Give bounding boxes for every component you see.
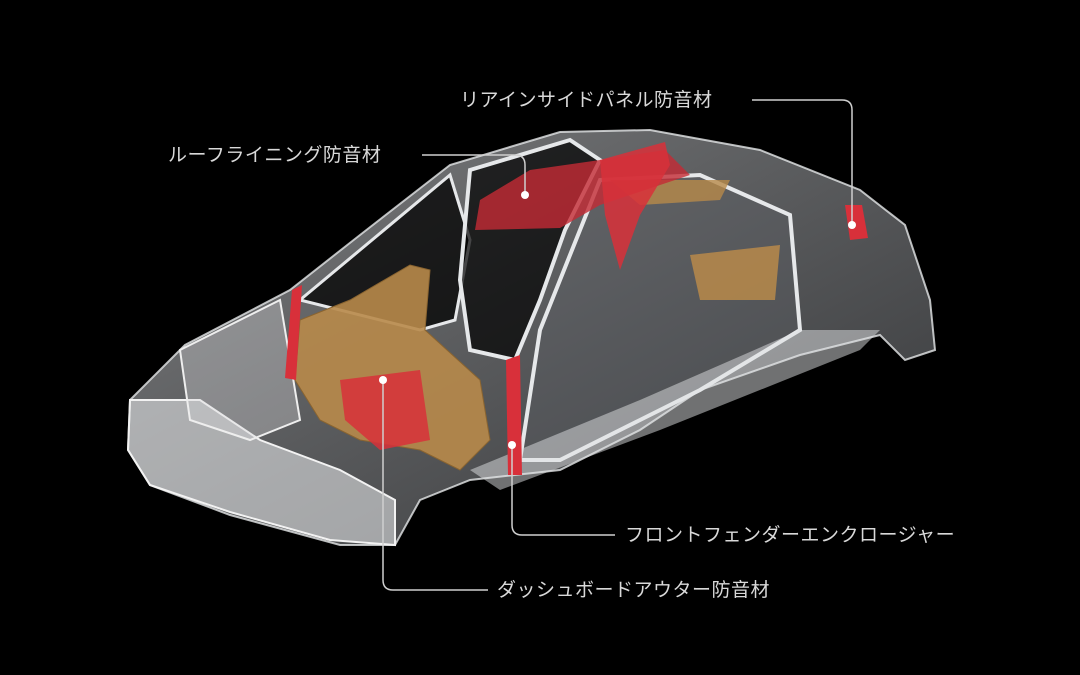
car-body-shell [126,128,937,546]
leader-dots [379,191,856,449]
dot-front-fender [508,441,516,449]
floor-insulation-tan [690,245,780,300]
side-sill [470,330,880,490]
dash-center-red [340,370,430,450]
dashboard-insulation-tan [294,264,491,471]
c-pillar-insulation-red [600,142,670,270]
leader-dashboard [382,380,488,591]
leader-lines [382,99,853,591]
leader-front-fender [511,445,615,536]
front-frame [178,298,302,442]
label-roof-lining: ルーフライニング防音材 [168,144,382,166]
dot-rear-inside-panel [848,221,856,229]
leader-roof-lining [422,154,526,195]
front-fender-enclosure-red [506,355,522,475]
front-bumper [126,399,396,547]
dot-roof-lining [521,191,529,199]
leader-rear-inside-panel [752,99,853,225]
a-pillar-red [285,285,302,380]
dot-dashboard [379,376,387,384]
label-rear-inside-panel: リアインサイドパネル防音材 [460,89,713,111]
label-dashboard-outer: ダッシュボードアウター防音材 [497,579,771,601]
label-front-fender-enclosure: フロントフェンダーエンクロージャー [625,524,956,546]
rear-inside-panel-red [845,205,868,240]
